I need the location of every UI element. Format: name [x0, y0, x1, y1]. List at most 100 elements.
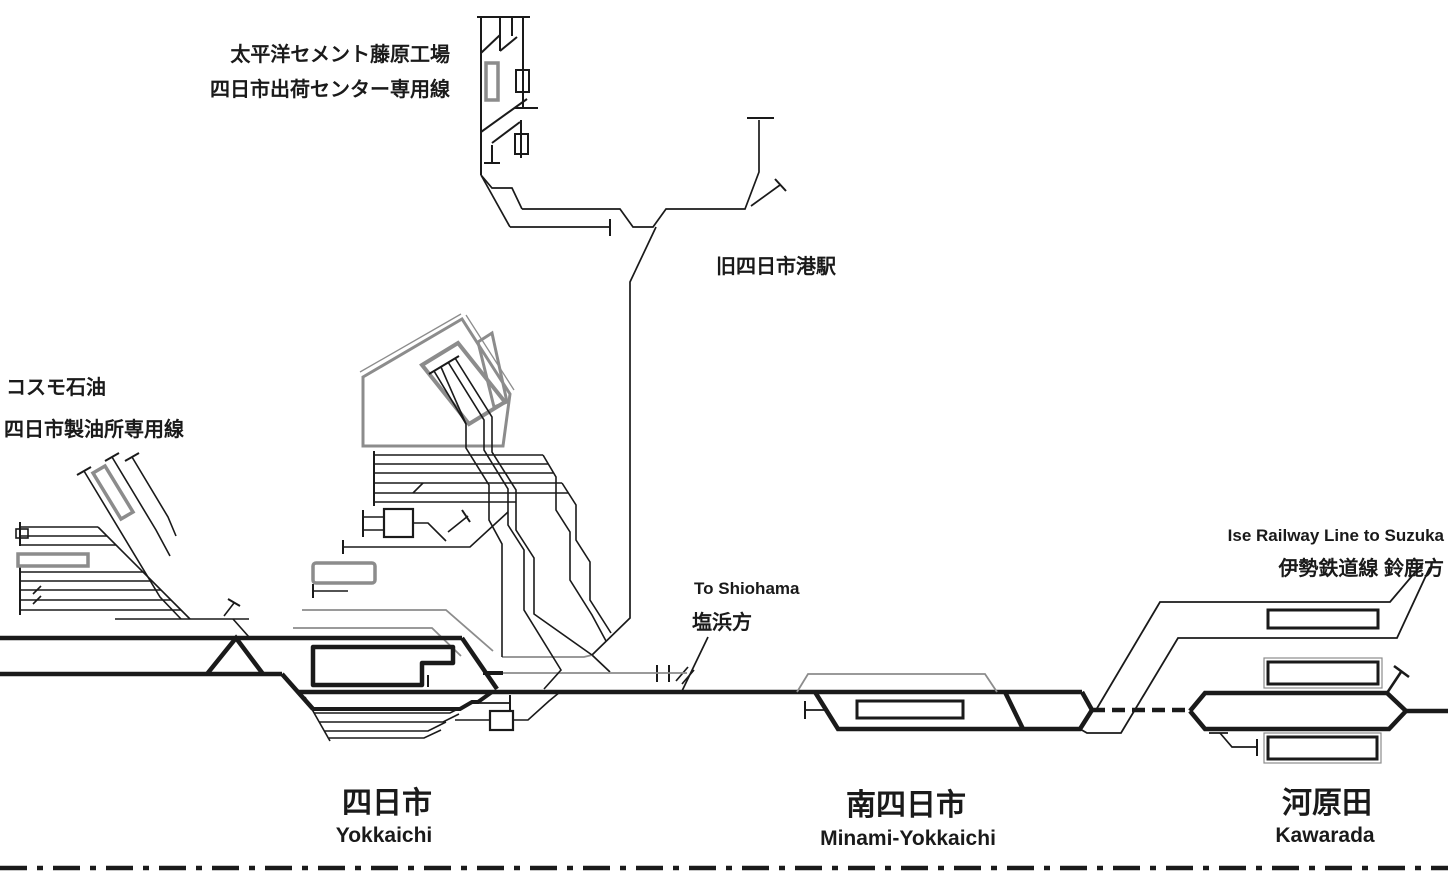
- depot-compound-outline: [361, 316, 512, 448]
- yard-ladder-track: [561, 482, 612, 634]
- cosmo-label-line2: 四日市製油所専用線: [4, 417, 184, 441]
- dead-end-spur: [1385, 671, 1403, 694]
- derail-mark: [32, 595, 42, 605]
- shed-track: [454, 357, 593, 656]
- ise-railway-label-ja: 伊勢鉄道線 鈴鹿方: [1277, 556, 1444, 580]
- old-port-station-label: 旧四日市港駅: [716, 254, 836, 278]
- buffer-stop: [76, 466, 92, 476]
- shed-track: [433, 370, 503, 657]
- yard-ladder-track: [542, 454, 607, 642]
- factory-ladder: [480, 34, 501, 54]
- ise-line-track-1: [1095, 562, 1424, 711]
- platform-loop-track: [310, 644, 456, 688]
- dead-end-spur: [111, 456, 171, 557]
- cosmo-oil-sidings: [15, 452, 250, 638]
- yokkaichi-upper-yard: [293, 313, 612, 690]
- cosmo-label-line1: コスモ石油: [6, 375, 106, 399]
- severed-connection: [681, 636, 709, 692]
- buffer-stop: [774, 178, 787, 192]
- scale-track-exit: [413, 522, 447, 542]
- buffer-stop: [1393, 664, 1410, 679]
- buffer-stop: [461, 509, 471, 523]
- kawarada-platform-outline: [1263, 732, 1382, 764]
- main-line-merge: [1080, 690, 1094, 712]
- south-yard-siding: [329, 729, 442, 739]
- catch-spur: [447, 515, 469, 533]
- port-spur: [750, 184, 781, 207]
- detector-track: [513, 691, 561, 721]
- labels: 太平洋セメント藤原工場 四日市出荷センター専用線 旧四日市港駅 コスモ石油 四日…: [4, 42, 1445, 850]
- station-name-yokkaichi-ja: 四日市: [342, 786, 432, 820]
- taiheiyo-label-line1: 太平洋セメント藤原工場: [230, 42, 450, 66]
- kawarada-ise-platform: [1266, 608, 1380, 630]
- station-loop-north: [1188, 690, 1408, 713]
- taiheiyo-factory-sidings: [477, 16, 538, 175]
- kawarada-platform-outline: [1263, 657, 1383, 689]
- main-line-throat: [460, 636, 499, 691]
- station-name-kawarada-ja: 河原田: [1282, 787, 1372, 820]
- dead-end-spur: [131, 456, 177, 537]
- yard-access-track: [302, 609, 494, 652]
- yard-access-track: [293, 627, 462, 657]
- lineside-building: [15, 528, 29, 539]
- catch-spur: [223, 602, 235, 617]
- station-name-minami-yokkaichi-en: Minami-Yokkaichi: [820, 827, 996, 850]
- depot-compound-outline-inner: [465, 314, 515, 391]
- yard-platform-diagonal: [476, 330, 509, 410]
- cosmo-yard-platform: [16, 552, 90, 568]
- south-yard-siding: [324, 721, 447, 732]
- passing-loop-north: [796, 673, 998, 693]
- port-descent-track: [591, 226, 657, 656]
- taiheiyo-label-line2: 四日市出荷センター専用線: [210, 77, 450, 101]
- yard-ladder: [97, 526, 191, 620]
- port-relief-track: [502, 654, 593, 658]
- track-break-mark: [681, 669, 695, 685]
- minami-yokkaichi-platform: [855, 699, 965, 720]
- factory-ladder: [499, 36, 518, 52]
- minami-yokkaichi-station: [796, 673, 1188, 732]
- station-name-yokkaichi-en: Yokkaichi: [336, 824, 433, 847]
- south-yard-ladder: [304, 696, 331, 742]
- depot-compound-outline-inner: [359, 313, 462, 373]
- siding-connector: [412, 482, 424, 494]
- buffer-stop: [227, 598, 241, 607]
- shed-track: [440, 366, 467, 425]
- ise-line-track-2: [1079, 566, 1431, 734]
- track-break-mark: [675, 666, 689, 682]
- scale-house: [382, 507, 415, 539]
- kawarada-island-platform: [1266, 660, 1380, 686]
- crossover: [1002, 691, 1026, 730]
- yard-siding: [343, 511, 509, 548]
- branch-track: [480, 174, 523, 210]
- port-junction-leg: [591, 654, 611, 673]
- to-shiohama-label-ja: 塩浜方: [692, 610, 752, 634]
- to-shiohama-label-en: To Shiohama: [694, 579, 800, 598]
- factory-ladder: [491, 121, 521, 144]
- cosmo-platform: [90, 463, 136, 522]
- kawarada-south-platform: [1266, 735, 1379, 761]
- south-yard-siding: [319, 713, 460, 723]
- station-name-minami-yokkaichi-ja: 南四日市: [846, 788, 966, 822]
- station-name-kawarada-en: Kawarada: [1275, 824, 1375, 847]
- branch-track: [522, 120, 760, 228]
- detector-house: [488, 709, 515, 732]
- factory-building: [515, 69, 530, 93]
- south-yard-siding: [314, 703, 469, 714]
- ise-railway-label-en: Ise Railway Line to Suzuka: [1228, 526, 1445, 545]
- platform-loop-2: [313, 690, 494, 711]
- buffer-stop: [124, 452, 140, 462]
- lead-connector: [232, 618, 250, 638]
- ise-railway-branch: [1079, 562, 1431, 734]
- station-loop-south: [1188, 709, 1408, 732]
- crossover: [205, 634, 265, 676]
- factory-ladder: [480, 98, 528, 133]
- shed-track: [447, 361, 562, 690]
- engine-shed: [419, 340, 508, 427]
- factory-platform: [484, 61, 500, 102]
- yokkaichi-station: [0, 634, 1082, 742]
- buffer-stop: [104, 452, 120, 462]
- stub-track: [1219, 732, 1256, 748]
- port-branch: [480, 117, 787, 692]
